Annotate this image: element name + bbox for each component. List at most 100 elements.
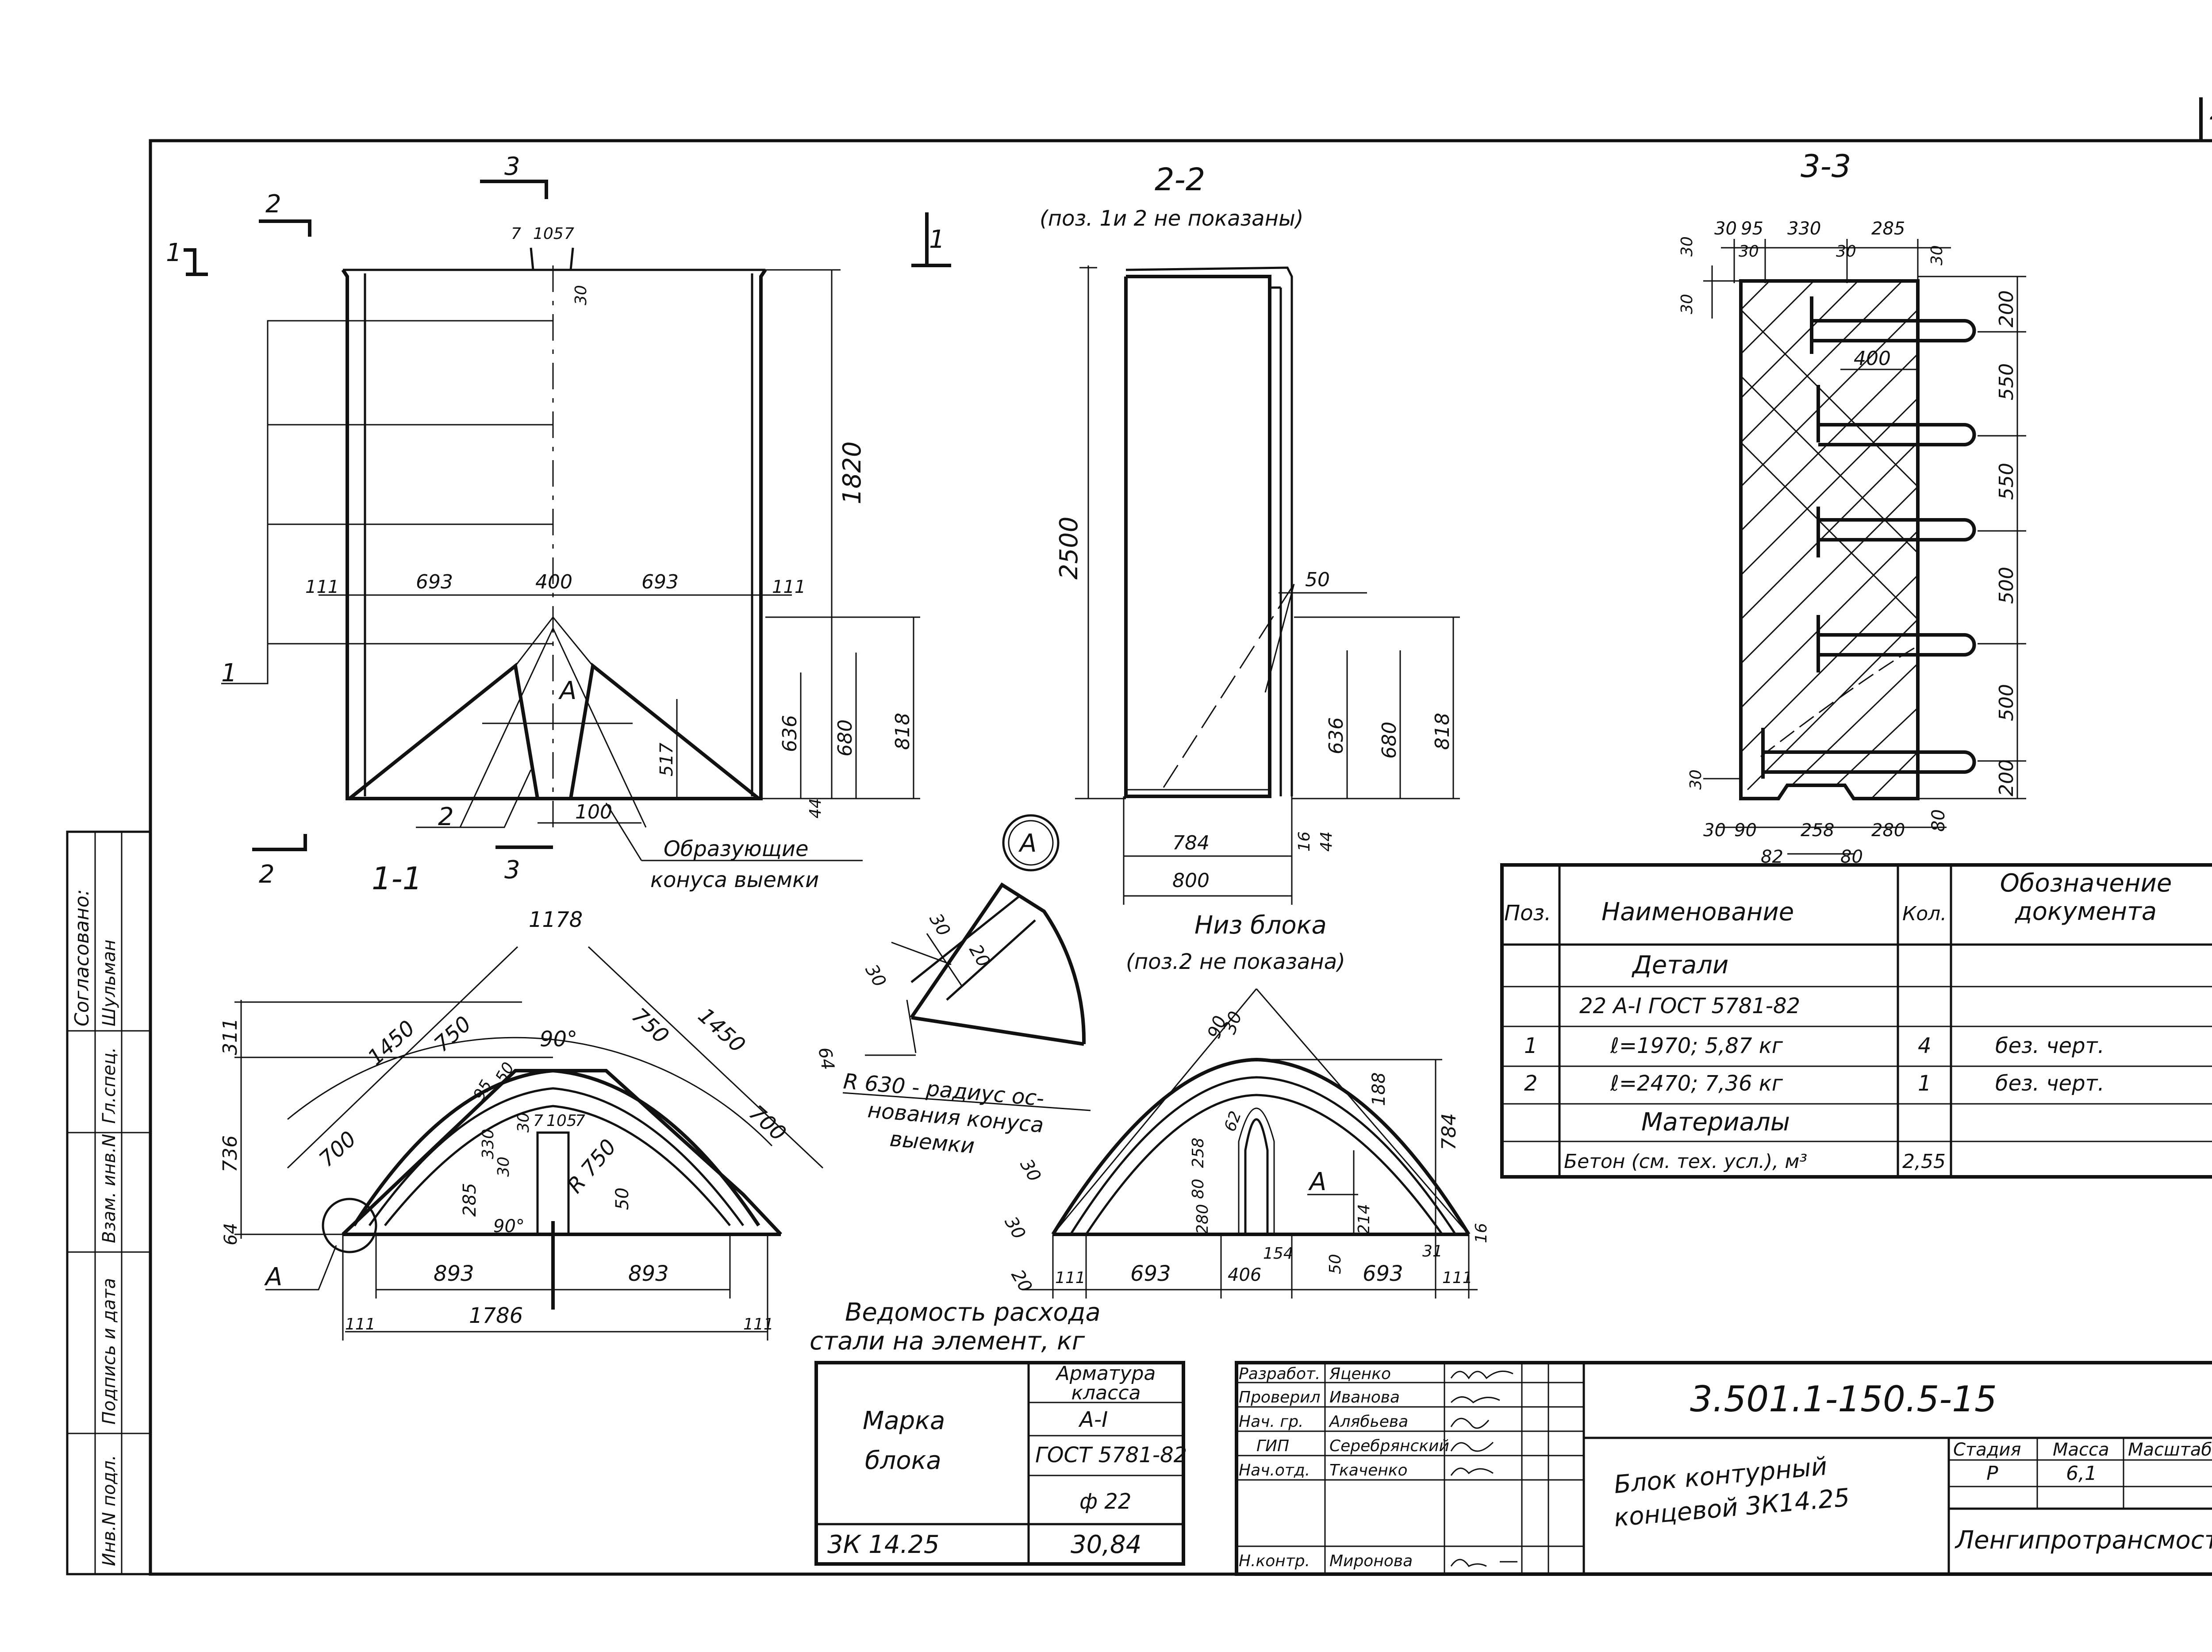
- bottom-view: Низ блока (поз.2 не показана) 90 30 30 3…: [1000, 911, 1490, 1299]
- bot-30a: 30: [1016, 1156, 1045, 1185]
- bot-30b: 30: [1000, 1213, 1029, 1243]
- marker-3-top: 3: [504, 152, 520, 181]
- inv-orig-label: Инв.N подл.: [99, 1455, 119, 1566]
- spec-row2-pos: 2: [1524, 1071, 1538, 1096]
- dim33-left-30: 30: [1678, 236, 1696, 257]
- spec-row2-qty: 1: [1918, 1071, 1932, 1096]
- dim-784: 784: [1172, 832, 1210, 854]
- dim-44: 44: [806, 798, 825, 818]
- plan-top-105: 105: [546, 1112, 577, 1130]
- signature-7: [1450, 1559, 1517, 1567]
- dim33-r550a: 550: [1995, 363, 2018, 400]
- dim-818-side: 818: [1431, 713, 1454, 750]
- stage-value: Р: [1986, 1462, 1998, 1485]
- dim-50: 50: [1305, 569, 1330, 591]
- bot-16: 16: [1472, 1223, 1490, 1243]
- steel-consumption-table: Ведомость расхода стали на элемент, кг М…: [810, 1298, 1187, 1566]
- steel-mass: 30,84: [1071, 1530, 1141, 1559]
- mass-header: Масса: [2053, 1440, 2109, 1460]
- dim-517: 517: [657, 742, 677, 776]
- plan-736: 736: [219, 1135, 242, 1172]
- dim-800: 800: [1172, 869, 1210, 892]
- spec-label: Гл.спец.: [99, 1047, 119, 1124]
- bot-50: 50: [1326, 1254, 1344, 1274]
- marker-2-top: 2: [265, 190, 281, 219]
- bot-784: 784: [1438, 1113, 1460, 1150]
- dim-1820: 1820: [838, 441, 867, 504]
- dim-16: 16: [1295, 831, 1313, 852]
- dim-2500: 2500: [1055, 516, 1083, 580]
- stamp-name-1: Яценко: [1329, 1365, 1391, 1383]
- signature-1: [1450, 1370, 1513, 1379]
- page-number: 23: [2210, 97, 2212, 126]
- cone-label-1: Образующие: [664, 837, 809, 861]
- specification-table: Поз. Наименование Кол. Обозначение докум…: [1500, 863, 2212, 1179]
- spec-group-materials: Материалы: [1641, 1108, 1790, 1137]
- detail-30a: 30: [861, 961, 890, 991]
- plan-90deg: 90°: [540, 1027, 577, 1052]
- spec-row1-pos: 1: [1524, 1033, 1538, 1058]
- spec-row1-doc: без. черт.: [1995, 1033, 2104, 1058]
- spec-row1-qty: 4: [1918, 1033, 1932, 1058]
- steel-col2-gost: ГОСТ 5781-82: [1035, 1443, 1187, 1468]
- spec-header-pos: Поз.: [1504, 901, 1551, 926]
- plan-750b: 750: [627, 1003, 674, 1049]
- marker-1-right: 1: [929, 225, 945, 254]
- dim-693-right: 693: [641, 571, 679, 593]
- stamp-role-2: Проверил: [1239, 1388, 1321, 1406]
- spec-row1-name: ℓ=1970; 5,87 кг: [1610, 1033, 1783, 1058]
- dim33-left-30c: 30: [1687, 769, 1705, 790]
- dim-636-side: 636: [1325, 717, 1348, 754]
- dim-680: 680: [834, 719, 856, 757]
- dim33-top-285: 285: [1871, 219, 1905, 239]
- plan-111a: 111: [345, 1315, 376, 1333]
- stamp-role-7: Н.контр.: [1239, 1552, 1310, 1570]
- dim-111-left: 111: [305, 577, 339, 597]
- dim33-r200a: 200: [1995, 290, 2018, 327]
- dim-100: 100: [575, 801, 612, 823]
- bot-693a: 693: [1130, 1261, 1171, 1286]
- steel-col1-a: Марка: [863, 1406, 945, 1435]
- title-bottom: Низ блока: [1194, 911, 1327, 940]
- plan-90deg-b: 90°: [493, 1216, 525, 1237]
- dim-693-left: 693: [416, 571, 453, 593]
- plan-top-7a: 7: [533, 1112, 543, 1130]
- detail-64: 64: [814, 1046, 838, 1072]
- dim33-bot-30: 30: [1703, 820, 1726, 841]
- steel-title-2: стали на элемент, кг: [810, 1327, 1085, 1356]
- stamp-role-4: ГИП: [1256, 1437, 1289, 1455]
- plan-111b: 111: [743, 1315, 774, 1333]
- marker-2-bottom: 2: [259, 860, 275, 889]
- dim33-top-95: 95: [1741, 219, 1763, 239]
- position-2: 2: [438, 803, 454, 831]
- plan-330: 330: [479, 1129, 497, 1159]
- bot-80: 80: [1189, 1179, 1207, 1199]
- spec-row2-doc: без. черт.: [1995, 1071, 2104, 1096]
- section-1-1-view: 1 1 2 2 3 3 7 105 7 30 1820 111 693 400 …: [166, 152, 951, 897]
- steel-title-1: Ведомость расхода: [845, 1298, 1101, 1327]
- bot-label-A: А: [1308, 1168, 1326, 1196]
- title-2-2: 2-2: [1155, 161, 1205, 198]
- title-2-2-note: (поз. 1и 2 не показаны): [1040, 206, 1304, 231]
- plan-top-7b: 7: [575, 1112, 585, 1130]
- steel-col1-b: блока: [865, 1446, 941, 1475]
- bot-258: 258: [1189, 1137, 1207, 1168]
- dim-680-side: 680: [1378, 722, 1401, 759]
- scale-header: Масштаб: [2128, 1440, 2212, 1460]
- bot-188: 188: [1369, 1072, 1389, 1106]
- plan-30b: 30: [495, 1156, 513, 1177]
- spec-mat-name: Бетон (см. тех. усл.), м³: [1564, 1150, 1807, 1173]
- plan-700b: 700: [744, 1100, 791, 1146]
- label-A-front: А: [558, 676, 576, 705]
- plan-50b: 50: [612, 1187, 633, 1210]
- signature-4: [1450, 1441, 1494, 1452]
- plan-1450b: 1450: [693, 1003, 750, 1057]
- agreed-label: Согласовано:: [71, 889, 93, 1026]
- detail-30b: 30: [925, 910, 954, 940]
- dim-636: 636: [779, 715, 801, 752]
- dim33-top2-30a: 30: [1739, 242, 1759, 261]
- bot-20: 20: [1007, 1266, 1036, 1296]
- bot-693b: 693: [1363, 1261, 1403, 1286]
- plan-50: 50: [492, 1059, 518, 1086]
